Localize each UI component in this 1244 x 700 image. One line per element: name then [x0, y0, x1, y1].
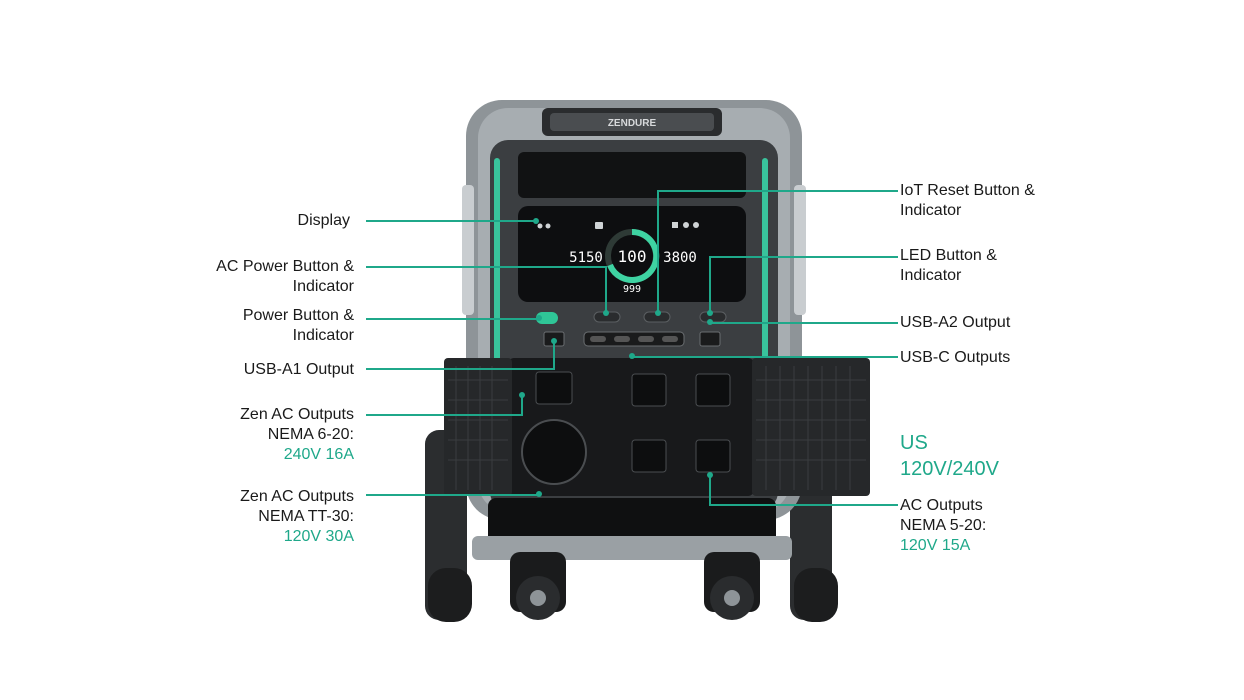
- rear-wheel-left: [428, 568, 472, 622]
- region-voltage-label: US 120V/240V: [900, 430, 999, 482]
- leader-ac-power: [366, 266, 606, 268]
- callout-nema-5-20-line2: NEMA 5-20:: [900, 517, 987, 534]
- display-screen: [518, 206, 746, 302]
- callout-nema-6-20-rating: 240V 16A: [283, 446, 354, 463]
- leader-dot: [707, 319, 713, 325]
- rear-wheel-right: [794, 568, 838, 622]
- leader-usb-a1: [366, 368, 554, 370]
- leader-power: [366, 318, 538, 320]
- remaining-readout: 999: [623, 284, 641, 295]
- callout-led-button: LED Button & Indicator: [900, 246, 997, 286]
- status-icons: [537, 222, 699, 229]
- callout-display-text: Display: [297, 212, 350, 229]
- callout-nema-5-20-line1: AC Outputs: [900, 497, 983, 514]
- right-outlet-cover[interactable]: [752, 358, 870, 496]
- leader-nema-6-20: [366, 414, 522, 416]
- leader-dot: [536, 315, 542, 321]
- callout-zen-ac-nema-tt-30: Zen AC Outputs NEMA TT-30: 120V 30A: [240, 487, 354, 547]
- callout-ac-power-line2: Indicator: [292, 278, 354, 295]
- callout-ac-nema-5-20: AC Outputs NEMA 5-20: 120V 15A: [900, 496, 986, 556]
- nema-5-20-outlet[interactable]: [695, 439, 731, 473]
- leader-iot-reset: [658, 190, 898, 192]
- power-button[interactable]: [536, 312, 558, 324]
- callout-iot-reset-line1: IoT Reset Button &: [900, 182, 1035, 199]
- usb-a2-port[interactable]: [699, 331, 721, 347]
- callout-iot-reset-line2: Indicator: [900, 202, 962, 219]
- leader-dot: [603, 310, 609, 316]
- callout-nema-tt-30-line1: Zen AC Outputs: [240, 488, 354, 505]
- leader-dot: [707, 310, 713, 316]
- callout-usb-a1-text: USB-A1 Output: [243, 361, 354, 378]
- leader-iot-reset-vertical: [657, 190, 659, 314]
- callout-power-line1: Power Button &: [242, 307, 354, 324]
- callout-usb-a2: USB-A2 Output: [900, 313, 1010, 333]
- led-button[interactable]: [699, 311, 727, 323]
- right-light-strip: [762, 158, 768, 388]
- leader-usb-a1-vertical: [553, 342, 555, 370]
- callout-led-line2: Indicator: [900, 267, 962, 284]
- device-base: [488, 498, 776, 548]
- leader-nema-6-20-vertical: [521, 396, 523, 416]
- leader-nema-5-20: [710, 504, 898, 506]
- output-watts-readout: 3800: [663, 250, 697, 266]
- nema-6-20-outlet[interactable]: [535, 371, 573, 405]
- nema-5-20-outlet[interactable]: [631, 373, 667, 407]
- usb-c-ports[interactable]: [583, 331, 685, 347]
- callout-nema-tt-30-rating: 120V 30A: [283, 528, 354, 545]
- callout-zen-ac-nema-6-20: Zen AC Outputs NEMA 6-20: 240V 16A: [240, 405, 354, 465]
- battery-percent-readout: 100: [618, 247, 647, 266]
- left-outlet-cover[interactable]: [444, 358, 512, 496]
- leader-led-vertical: [709, 256, 711, 314]
- input-watts-readout: 5150: [569, 250, 603, 266]
- left-light-strip: [494, 158, 500, 388]
- callout-nema-5-20-rating: 120V 15A: [900, 537, 971, 554]
- callout-power-line2: Indicator: [292, 327, 354, 344]
- leader-usb-a2: [710, 322, 898, 324]
- leader-dot: [629, 353, 635, 359]
- callout-usb-a2-text: USB-A2 Output: [900, 314, 1011, 331]
- callout-nema-6-20-line1: Zen AC Outputs: [240, 406, 354, 423]
- caster-wheel-left: [510, 552, 566, 620]
- nema-5-20-outlet[interactable]: [631, 439, 667, 473]
- callout-usb-c: USB-C Outputs: [900, 348, 1010, 368]
- leader-dot: [551, 338, 557, 344]
- region-label: US: [900, 432, 928, 454]
- leader-led: [710, 256, 898, 258]
- leader-dot: [707, 472, 713, 478]
- nema-5-20-outlet[interactable]: [695, 373, 731, 407]
- callout-ac-power-line1: AC Power Button &: [216, 258, 354, 275]
- callout-power-button: Power Button & Indicator: [243, 306, 354, 346]
- nema-tt-30-outlet[interactable]: [521, 419, 587, 485]
- leader-dot: [655, 310, 661, 316]
- brand-logo: ZENDURE: [608, 118, 657, 129]
- caster-wheel-right: [704, 552, 760, 620]
- callout-iot-reset-button: IoT Reset Button & Indicator: [900, 181, 1035, 221]
- leader-dot: [533, 218, 539, 224]
- leader-ac-power-vertical: [605, 266, 607, 314]
- leader-nema-tt-30: [366, 494, 538, 496]
- callout-usb-c-text: USB-C Outputs: [900, 349, 1011, 366]
- callout-ac-power-button: AC Power Button & Indicator: [216, 257, 354, 297]
- leader-dot: [536, 491, 542, 497]
- leader-nema-5-20-vertical: [709, 476, 711, 506]
- callout-nema-6-20-line2: NEMA 6-20:: [267, 426, 354, 443]
- leader-display: [366, 220, 536, 222]
- callout-display: Display: [298, 211, 350, 231]
- leader-dot: [519, 392, 525, 398]
- callout-led-line1: LED Button &: [900, 247, 997, 264]
- leader-usb-c: [632, 356, 898, 358]
- callout-nema-tt-30-line2: NEMA TT-30:: [258, 508, 354, 525]
- voltage-label: 120V/240V: [900, 458, 999, 480]
- callout-usb-a1: USB-A1 Output: [244, 360, 354, 380]
